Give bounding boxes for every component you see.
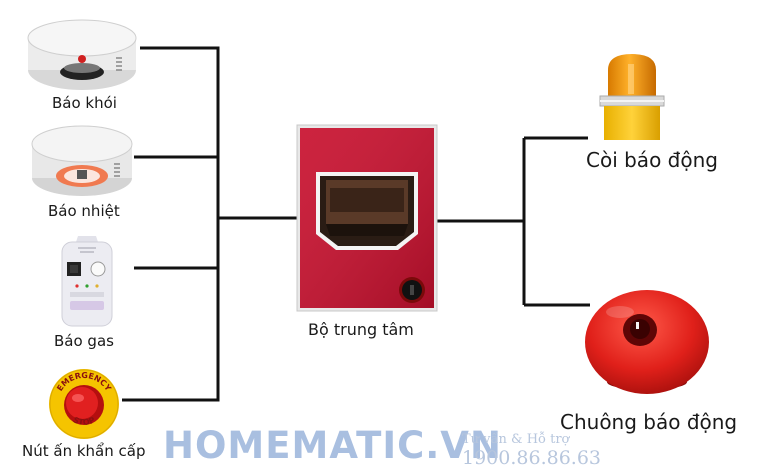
brand-logo: HOMEMATIC.VN (163, 424, 502, 467)
heat-detector-icon (31, 125, 133, 196)
gas-detector-icon (61, 236, 113, 327)
central-panel-icon (296, 124, 438, 312)
heat-detector-label: Báo nhiệt (48, 202, 120, 220)
wire-smoke (140, 46, 220, 218)
emergency-button-icon: EMERGENCY STOP (49, 369, 119, 439)
brand-contact-label: Tư vấn & Hỗ trợ (462, 432, 570, 447)
bell-icon (585, 290, 709, 394)
brand-phone: 1900.86.86.63 (462, 447, 602, 469)
central-panel-label: Bộ trung tâm (308, 320, 414, 339)
gas-detector-label: Báo gas (54, 332, 114, 350)
siren-label: Còi báo động (586, 148, 718, 172)
emergency-button-label: Nút ấn khẩn cấp (22, 442, 146, 460)
bell-label: Chuông báo động (560, 410, 738, 434)
smoke-detector-icon (27, 19, 137, 90)
smoke-detector-label: Báo khói (52, 94, 117, 112)
wire-button (122, 218, 220, 402)
emergency-text-bottom: STOP (72, 415, 97, 427)
siren-icon (599, 54, 665, 140)
svg-text:STOP: STOP (72, 415, 97, 427)
